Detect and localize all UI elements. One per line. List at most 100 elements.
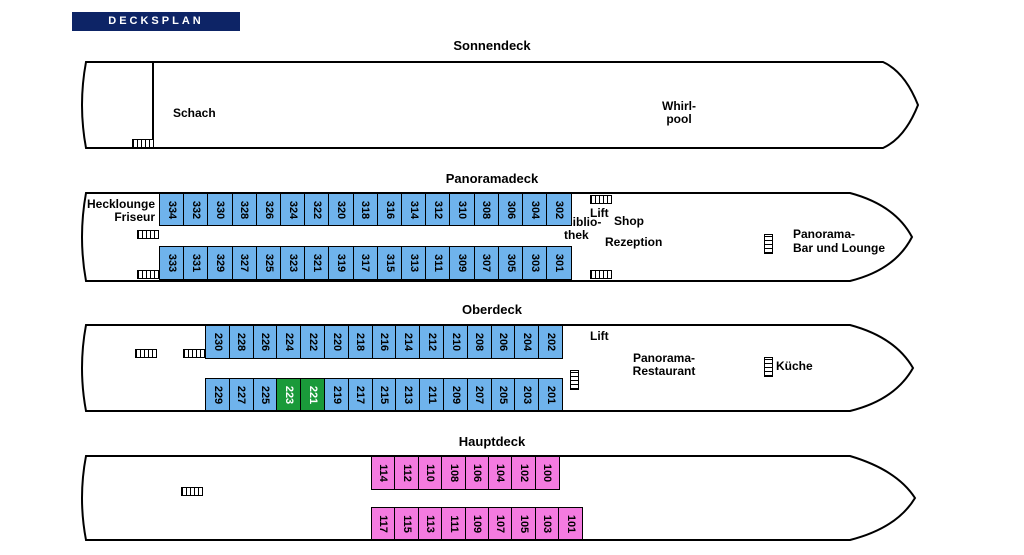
cabin-331[interactable]: 331 (183, 246, 209, 280)
cabin-302[interactable]: 302 (546, 193, 572, 226)
cabin-222[interactable]: 222 (300, 325, 326, 359)
cabin-202[interactable]: 202 (538, 325, 564, 359)
cabin-208[interactable]: 208 (466, 325, 493, 359)
cabin-117[interactable]: 117 (371, 507, 396, 540)
cabin-324[interactable]: 324 (280, 193, 306, 226)
cabin-229[interactable]: 229 (205, 378, 231, 411)
cabin-114[interactable]: 114 (371, 456, 396, 490)
cabin-211[interactable]: 211 (419, 378, 445, 411)
cabin-313[interactable]: 313 (401, 246, 427, 280)
cabin-322[interactable]: 322 (304, 193, 330, 226)
cabin-319[interactable]: 319 (328, 246, 355, 280)
cabin-309[interactable]: 309 (449, 246, 476, 280)
cabin-334[interactable]: 334 (159, 193, 185, 226)
cabin-105[interactable]: 105 (511, 507, 537, 540)
cabin-223[interactable]: 223 (276, 378, 302, 411)
cabin-number: 330 (214, 200, 227, 219)
cabin-316[interactable]: 316 (376, 193, 403, 226)
cabin-106[interactable]: 106 (464, 456, 490, 490)
stairs-icon[interactable] (590, 195, 612, 204)
cabin-301[interactable]: 301 (546, 246, 572, 280)
cabin-115[interactable]: 115 (394, 507, 420, 540)
cabin-329[interactable]: 329 (207, 246, 234, 280)
stairs-icon[interactable] (132, 139, 154, 148)
cabin-303[interactable]: 303 (522, 246, 548, 280)
cabin-103[interactable]: 103 (534, 507, 560, 540)
cabin-110[interactable]: 110 (417, 456, 443, 490)
cabin-214[interactable]: 214 (395, 325, 421, 359)
cabin-224[interactable]: 224 (276, 325, 302, 359)
cabin-number: 113 (424, 514, 437, 533)
cabin-227[interactable]: 227 (228, 378, 255, 411)
cabin-326[interactable]: 326 (255, 193, 282, 226)
cabin-220[interactable]: 220 (324, 325, 350, 359)
cabin-221[interactable]: 221 (300, 378, 326, 411)
stairs-icon[interactable] (764, 234, 773, 254)
cabin-317[interactable]: 317 (352, 246, 379, 280)
cabin-310[interactable]: 310 (449, 193, 476, 226)
cabin-213[interactable]: 213 (395, 378, 421, 411)
stairs-icon[interactable] (181, 487, 203, 496)
cabin-311[interactable]: 311 (425, 246, 451, 280)
cabin-107[interactable]: 107 (488, 507, 513, 540)
cabin-210[interactable]: 210 (443, 325, 469, 359)
stairs-icon[interactable] (135, 349, 157, 358)
cabin-104[interactable]: 104 (488, 456, 513, 490)
cabin-307[interactable]: 307 (473, 246, 500, 280)
cabin-101[interactable]: 101 (558, 507, 584, 540)
cabin-230[interactable]: 230 (205, 325, 231, 359)
cabin-325[interactable]: 325 (255, 246, 282, 280)
cabin-330[interactable]: 330 (207, 193, 234, 226)
cabin-204[interactable]: 204 (514, 325, 540, 359)
cabin-112[interactable]: 112 (394, 456, 420, 490)
cabin-228[interactable]: 228 (228, 325, 255, 359)
cabin-320[interactable]: 320 (328, 193, 355, 226)
cabin-328[interactable]: 328 (231, 193, 258, 226)
cabin-321[interactable]: 321 (304, 246, 330, 280)
cabin-306[interactable]: 306 (497, 193, 524, 226)
cabin-100[interactable]: 100 (534, 456, 560, 490)
cabin-312[interactable]: 312 (425, 193, 451, 226)
stairs-icon[interactable] (137, 270, 159, 279)
cabin-number: 213 (402, 385, 415, 404)
cabin-109[interactable]: 109 (464, 507, 490, 540)
cabin-218[interactable]: 218 (347, 325, 374, 359)
stairs-icon[interactable] (590, 270, 612, 279)
cabin-206[interactable]: 206 (490, 325, 516, 359)
cabin-207[interactable]: 207 (466, 378, 493, 411)
cabin-225[interactable]: 225 (252, 378, 278, 411)
stairs-icon[interactable] (570, 370, 579, 390)
cabin-332[interactable]: 332 (183, 193, 209, 226)
cabin-217[interactable]: 217 (347, 378, 374, 411)
cabin-108[interactable]: 108 (441, 456, 467, 490)
cabin-212[interactable]: 212 (419, 325, 445, 359)
stairs-icon[interactable] (183, 349, 205, 358)
cabin-number: 302 (553, 200, 566, 219)
cabin-314[interactable]: 314 (401, 193, 427, 226)
cabin-209[interactable]: 209 (443, 378, 469, 411)
panorama-bar-line-1: Panorama- (793, 227, 856, 241)
whirlpool-label: Whirl- pool (662, 100, 696, 126)
cabin-318[interactable]: 318 (352, 193, 379, 226)
cabin-226[interactable]: 226 (252, 325, 278, 359)
cabin-216[interactable]: 216 (371, 325, 397, 359)
cabin-102[interactable]: 102 (511, 456, 537, 490)
cabin-323[interactable]: 323 (280, 246, 306, 280)
cabin-327[interactable]: 327 (231, 246, 258, 280)
cabin-215[interactable]: 215 (371, 378, 397, 411)
cabin-201[interactable]: 201 (538, 378, 564, 411)
cabin-113[interactable]: 113 (417, 507, 443, 540)
cabin-number: 312 (432, 200, 445, 219)
cabin-305[interactable]: 305 (497, 246, 524, 280)
cabin-333[interactable]: 333 (159, 246, 185, 280)
cabin-315[interactable]: 315 (376, 246, 403, 280)
cabin-304[interactable]: 304 (522, 193, 548, 226)
cabin-203[interactable]: 203 (514, 378, 540, 411)
stairs-icon[interactable] (764, 357, 773, 377)
cabin-219[interactable]: 219 (324, 378, 350, 411)
cabin-205[interactable]: 205 (490, 378, 516, 411)
cabin-number: 105 (517, 514, 530, 533)
cabin-111[interactable]: 111 (441, 507, 467, 540)
stairs-icon[interactable] (137, 230, 159, 239)
cabin-308[interactable]: 308 (473, 193, 500, 226)
